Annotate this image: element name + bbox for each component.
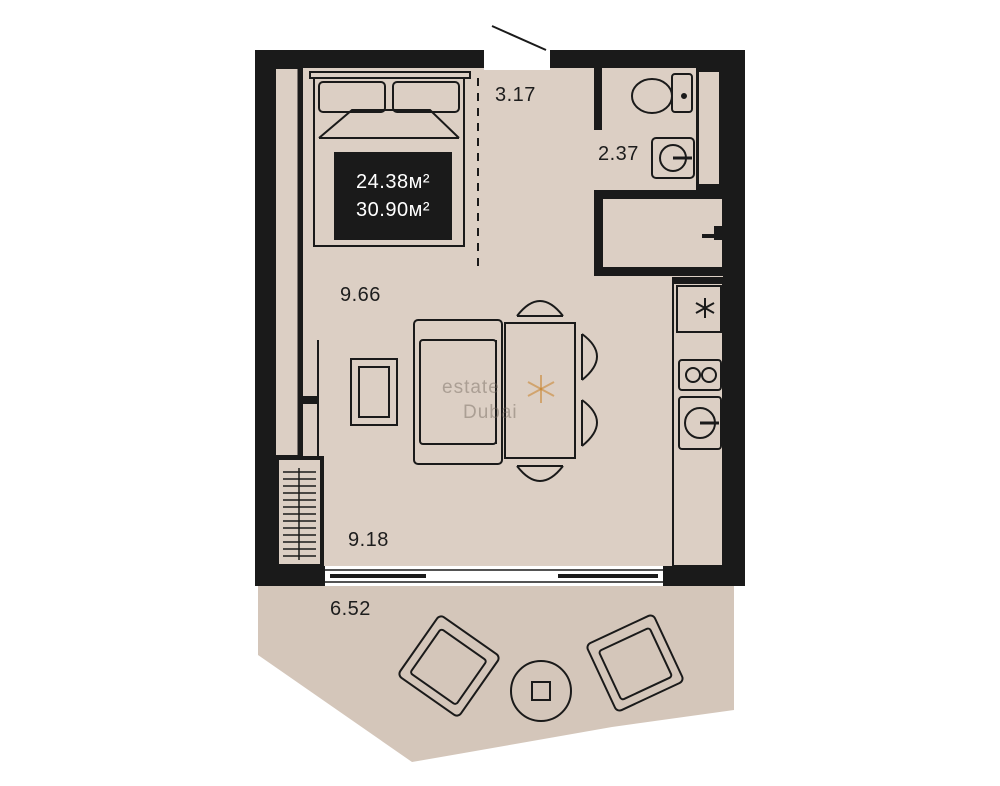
- watermark-line2: Dubai: [463, 402, 518, 423]
- area-summary: 24.38м² 30.90м²: [334, 152, 452, 240]
- bathroom-wall-bottom: [594, 190, 723, 198]
- watermark-logo-icon: [527, 375, 555, 403]
- room-terrace-area: 6.52: [330, 598, 371, 620]
- door-icon: [491, 25, 547, 51]
- shower-icon: [594, 197, 724, 276]
- counter-cap: [673, 278, 723, 284]
- living-area: 24.38м²: [356, 171, 430, 193]
- round-table-icon: [510, 660, 572, 722]
- bathroom-wall-inner: [699, 72, 719, 184]
- armchair-icon: [398, 614, 684, 717]
- rug-icon: [350, 358, 398, 426]
- bathroom-wall-left: [594, 68, 602, 130]
- room-entry-area: 3.17: [495, 84, 536, 106]
- entrance-gap: [484, 50, 550, 70]
- washer-icon: [678, 396, 722, 450]
- radiator-fins: [283, 468, 316, 560]
- watermark-line1: estate: [442, 377, 500, 398]
- fridge-icon: [676, 285, 722, 333]
- room-living-area: 9.66: [340, 284, 381, 306]
- sink-icon: [651, 137, 695, 179]
- room-bathroom-area: 2.37: [598, 143, 639, 165]
- cooktop-icon: [678, 359, 722, 391]
- chair-icon: [516, 300, 598, 482]
- total-area: 30.90м²: [356, 199, 430, 221]
- partition-knob: [302, 396, 318, 404]
- toilet-icon: [631, 73, 693, 114]
- balcony-window: [325, 566, 663, 586]
- terrace-floor: [258, 586, 734, 762]
- sofa-icon: [413, 319, 503, 465]
- room-kitchen-area: 9.18: [348, 529, 389, 551]
